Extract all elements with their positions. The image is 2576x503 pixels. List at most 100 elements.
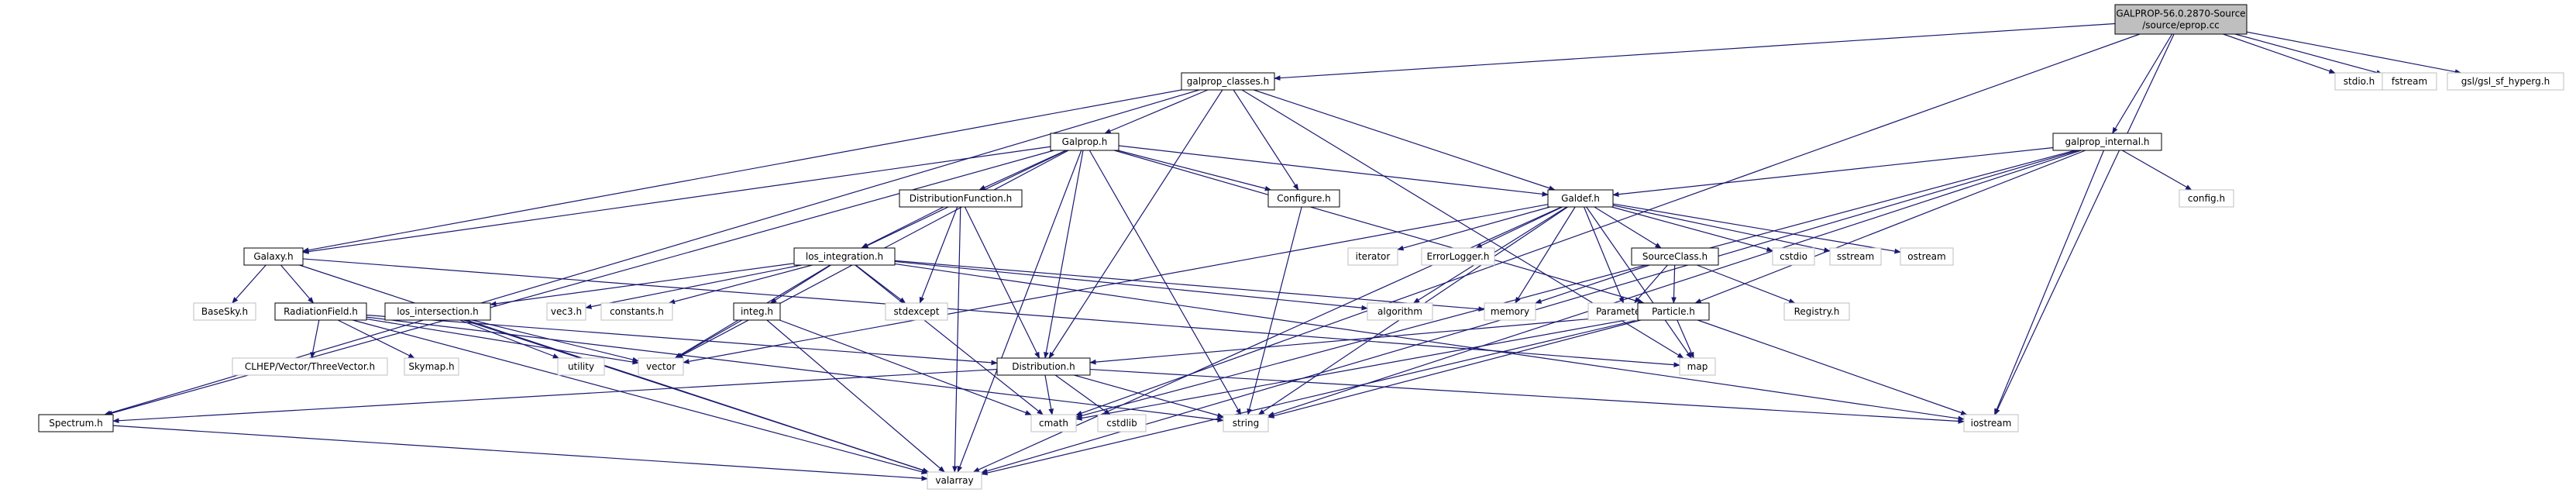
node-label-galdef: Galdef.h <box>1561 193 1600 204</box>
edge-los_integration-to-integ <box>769 264 831 304</box>
node-box-sstream <box>1829 247 1882 266</box>
edge-galprop_classes-to-galprop <box>1104 89 1209 134</box>
node-integ[interactable]: integ.h <box>733 302 781 321</box>
node-box-distfunc <box>899 189 1023 208</box>
node-particle[interactable]: Particle.h <box>1637 302 1710 321</box>
node-radfield[interactable]: RadiationField.h <box>274 302 367 321</box>
edge-galdef-to-parameters <box>1583 206 1625 304</box>
node-galprop[interactable]: Galprop.h <box>1050 133 1119 151</box>
node-errorlogger: ErrorLogger.h <box>1421 247 1495 266</box>
node-box-cstdlib <box>1097 414 1147 432</box>
node-los_intersection[interactable]: los_intersection.h <box>384 302 491 321</box>
node-galaxy[interactable]: Galaxy.h <box>243 247 304 266</box>
edge-radfield-to-vector <box>366 318 639 365</box>
edge-root-to-stdio <box>2223 33 2336 74</box>
node-configure[interactable]: Configure.h <box>1267 189 1340 208</box>
node-label-vector: vector <box>646 361 676 372</box>
node-label-sourceclass: SourceClass.h <box>1642 251 1708 262</box>
node-label-algorithm: algorithm <box>1377 306 1422 317</box>
node-label-map: map <box>1687 361 1708 372</box>
node-vector: vector <box>638 357 684 376</box>
edge-radfield-to-string <box>366 316 1224 422</box>
node-box-stdexcept <box>885 302 948 321</box>
edge-integ-to-valarray <box>766 319 945 473</box>
node-box-map <box>1679 357 1716 376</box>
node-constants: constants.h <box>600 302 673 321</box>
node-sstream: sstream <box>1829 247 1882 266</box>
node-label-integ: integ.h <box>741 306 773 317</box>
node-box-constants <box>600 302 673 321</box>
edge-configure-to-string <box>1247 206 1302 415</box>
node-label-galprop_internal: galprop_internal.h <box>2065 136 2149 147</box>
node-box-spectrum <box>38 414 114 432</box>
edge-galprop-to-galdef <box>1118 145 1549 197</box>
node-gsl_hyperg: gsl/gsl_sf_hyperg.h <box>2447 72 2564 91</box>
node-root[interactable]: GALPROP-56.0.2870-Source/source/eprop.cc <box>2114 4 2248 35</box>
edge-galprop-to-configure <box>1117 150 1272 191</box>
node-distfunc[interactable]: DistributionFunction.h <box>899 189 1023 208</box>
edge-galprop-to-galaxy <box>302 146 1051 254</box>
node-label-configure: Configure.h <box>1277 193 1331 204</box>
node-box-iterator <box>1347 247 1398 266</box>
edge-galprop_internal-to-cmath <box>1075 150 2076 419</box>
edge-root-to-galprop_internal <box>2112 33 2173 134</box>
edge-los_integration-to-constants <box>668 264 813 305</box>
node-galprop_internal[interactable]: galprop_internal.h <box>2052 133 2162 151</box>
node-map: map <box>1679 357 1716 376</box>
node-label-distribution: Distribution.h <box>1012 361 1075 372</box>
node-string: string <box>1223 414 1269 432</box>
node-memory: memory <box>1484 302 1536 321</box>
node-box-basesky <box>193 302 256 321</box>
node-box-distribution <box>996 357 1091 376</box>
node-label-fstream: fstream <box>2392 76 2427 87</box>
node-box-cstdio <box>1772 247 1815 266</box>
edge-los_integration-to-los_intersection <box>490 263 795 307</box>
node-box-cmath <box>1030 414 1077 432</box>
edge-sourceclass-to-memory <box>1535 264 1650 304</box>
node-box-iostream <box>1963 414 2019 432</box>
node-box-galprop_internal <box>2052 133 2162 151</box>
node-label-registry: Registry.h <box>1794 306 1840 317</box>
edge-galaxy-to-basesky <box>232 264 267 304</box>
node-spectrum[interactable]: Spectrum.h <box>38 414 114 432</box>
node-label-distfunc: DistributionFunction.h <box>910 193 1012 204</box>
node-box-configure <box>1267 189 1340 208</box>
node-skymap: Skymap.h <box>404 357 459 376</box>
edge-galdef-to-errorlogger <box>1475 206 1563 249</box>
edge-distfunc-to-stdexcept <box>919 206 958 304</box>
node-box-galprop_classes <box>1181 72 1275 91</box>
edge-galdef-to-iterator <box>1397 206 1550 251</box>
node-label-spectrum: Spectrum.h <box>49 418 103 429</box>
node-los_integration[interactable]: los_integration.h <box>793 247 896 266</box>
edge-spectrum-to-valarray <box>112 425 928 481</box>
node-label-los_integration: los_integration.h <box>806 251 883 262</box>
node-label-ostream: ostream <box>1907 251 1945 262</box>
node-distribution[interactable]: Distribution.h <box>996 357 1091 376</box>
node-sourceclass[interactable]: SourceClass.h <box>1631 247 1719 266</box>
edge-galprop_internal-to-particle <box>1694 150 2086 304</box>
edge-distribution-to-cmath <box>1044 374 1054 415</box>
node-label-galaxy: Galaxy.h <box>253 251 293 262</box>
node-box-valarray <box>927 471 982 490</box>
node-label-cstdio: cstdio <box>1780 251 1807 262</box>
edge-los_integration-to-cmath <box>855 264 1044 415</box>
node-label-radfield: RadiationField.h <box>284 306 358 317</box>
node-box-clhep <box>232 357 388 376</box>
node-box-particle <box>1637 302 1710 321</box>
node-label-iostream: iostream <box>1971 418 2012 429</box>
node-cmath: cmath <box>1030 414 1077 432</box>
node-ostream: ostream <box>1900 247 1954 266</box>
node-label-gsl_hyperg: gsl/gsl_sf_hyperg.h <box>2461 76 2550 87</box>
node-galdef[interactable]: Galdef.h <box>1547 189 1614 208</box>
node-label-root: /source/eprop.cc <box>2142 20 2220 31</box>
node-box-radfield <box>274 302 367 321</box>
node-box-integ <box>733 302 781 321</box>
node-label-constants: constants.h <box>610 306 664 317</box>
edge-distfunc-to-los_integration <box>861 206 944 249</box>
node-galprop_classes[interactable]: galprop_classes.h <box>1181 72 1275 91</box>
node-label-memory: memory <box>1491 306 1529 317</box>
edge-galdef-to-ostream <box>1612 203 1901 254</box>
edge-root-to-galprop_classes <box>1274 22 2116 81</box>
edge-particle-to-string <box>1267 319 1641 419</box>
edge-distfunc-to-distribution <box>964 206 1040 359</box>
